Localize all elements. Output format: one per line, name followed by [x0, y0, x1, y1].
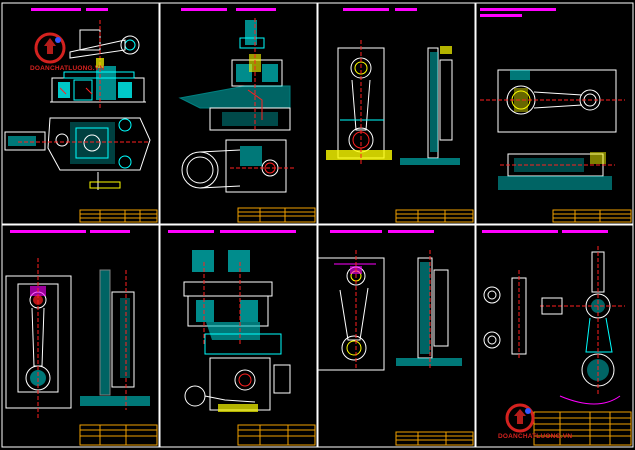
drill-jig-view	[178, 18, 291, 131]
panel-4	[475, 2, 634, 225]
title-block	[79, 424, 158, 446]
rod-part-drawing	[483, 246, 625, 405]
title-block	[395, 431, 474, 446]
rod-plate-front	[317, 250, 385, 371]
rod-section	[498, 152, 615, 190]
watermark-text: DOANCHATLUONG.VN	[30, 65, 105, 72]
panel-frame	[1, 2, 160, 225]
panel-title-bar	[31, 8, 81, 11]
title-block	[237, 207, 316, 223]
drill-jig-plan	[181, 139, 295, 193]
milling-fixture-top	[183, 250, 282, 355]
title-block	[79, 209, 158, 223]
milling-fixture-plan	[184, 357, 291, 412]
panel-1	[1, 2, 160, 225]
panel-2	[159, 2, 318, 225]
rod-fixture-side	[400, 46, 460, 165]
rod-plan	[480, 69, 625, 133]
fixture-top-view	[50, 20, 146, 110]
title-block	[237, 424, 316, 446]
watermark-logo-icon	[505, 403, 535, 433]
boring-fixture-side	[80, 269, 150, 410]
title-block	[552, 209, 632, 223]
boring-fixture-front	[5, 258, 72, 420]
title-block	[395, 209, 474, 223]
panel-6	[159, 224, 318, 448]
watermark-text: DOANCHATLUONG.VN	[498, 433, 573, 440]
watermark-logo-icon	[34, 32, 66, 64]
fixture-plan-view	[4, 117, 151, 190]
panel-7	[317, 224, 476, 448]
panel-8	[475, 224, 634, 448]
title-block	[533, 411, 632, 446]
rod-plate-side	[396, 250, 462, 370]
panel-5	[1, 224, 160, 448]
panel-3	[317, 2, 476, 225]
rod-fixture-front	[326, 40, 392, 165]
